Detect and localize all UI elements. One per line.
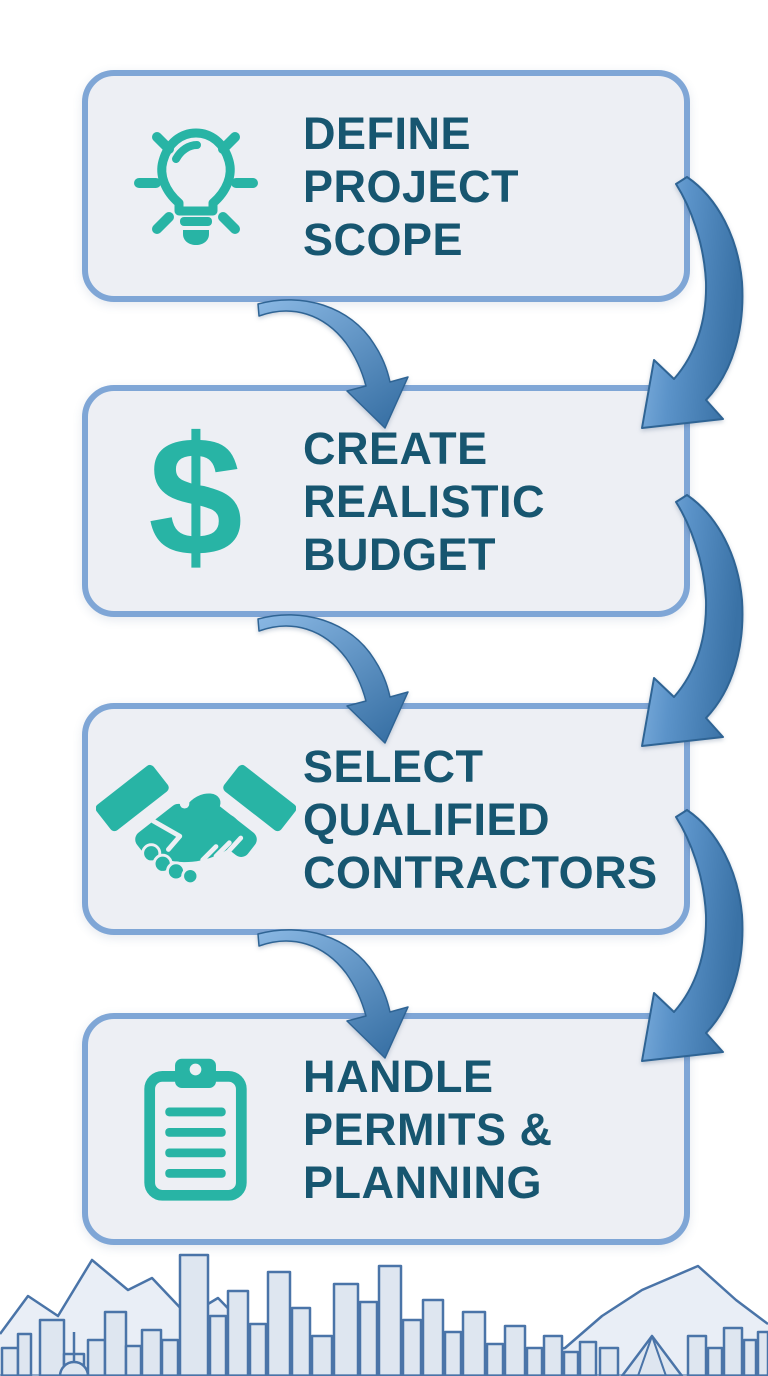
- step-label: SELECT QUALIFIED CONTRACTORS: [303, 740, 684, 899]
- curved-arrow-right-3: [641, 809, 744, 1062]
- step-label-line: SCOPE: [303, 213, 464, 265]
- step-label-line: QUALIFIED: [303, 793, 550, 845]
- clipboard-icon: [144, 1058, 247, 1201]
- step-card-define-scope: DEFINE PROJECT SCOPE: [82, 70, 690, 302]
- step-label-line: BUDGET: [303, 528, 496, 580]
- step-label: DEFINE PROJECT SCOPE: [303, 107, 684, 266]
- step-label: CREATE REALISTIC BUDGET: [303, 422, 684, 581]
- step-icon-wrap: [88, 752, 303, 886]
- handshake-icon: [95, 764, 296, 886]
- step-label-line: CONTRACTORS: [303, 846, 658, 898]
- curved-arrow-left-3: [257, 929, 409, 1059]
- lightbulb-icon: [133, 128, 258, 245]
- step-label-line: SELECT: [303, 740, 484, 792]
- step-label-line: PLANNING: [303, 1156, 542, 1208]
- curved-arrow-right-2: [641, 494, 744, 747]
- step-icon-wrap: [88, 1051, 303, 1207]
- step-label: HANDLE PERMITS & PLANNING: [303, 1050, 684, 1209]
- curved-arrow-left-2: [257, 614, 409, 744]
- step-icon-wrap: $: [88, 412, 303, 582]
- step-icon-wrap: [88, 111, 303, 261]
- step-label-line: HANDLE: [303, 1050, 494, 1102]
- step-label-line: CREATE: [303, 422, 488, 474]
- curved-arrow-left-1: [257, 299, 409, 429]
- step-label-line: REALISTIC: [303, 475, 546, 527]
- step-label-line: DEFINE: [303, 107, 472, 159]
- curved-arrow-right-1: [641, 176, 744, 429]
- step-label-line: PERMITS &: [303, 1103, 553, 1155]
- city-skyline: [0, 1253, 768, 1376]
- step-label-line: PROJECT: [303, 160, 520, 212]
- dollar-sign-icon: $: [148, 402, 243, 592]
